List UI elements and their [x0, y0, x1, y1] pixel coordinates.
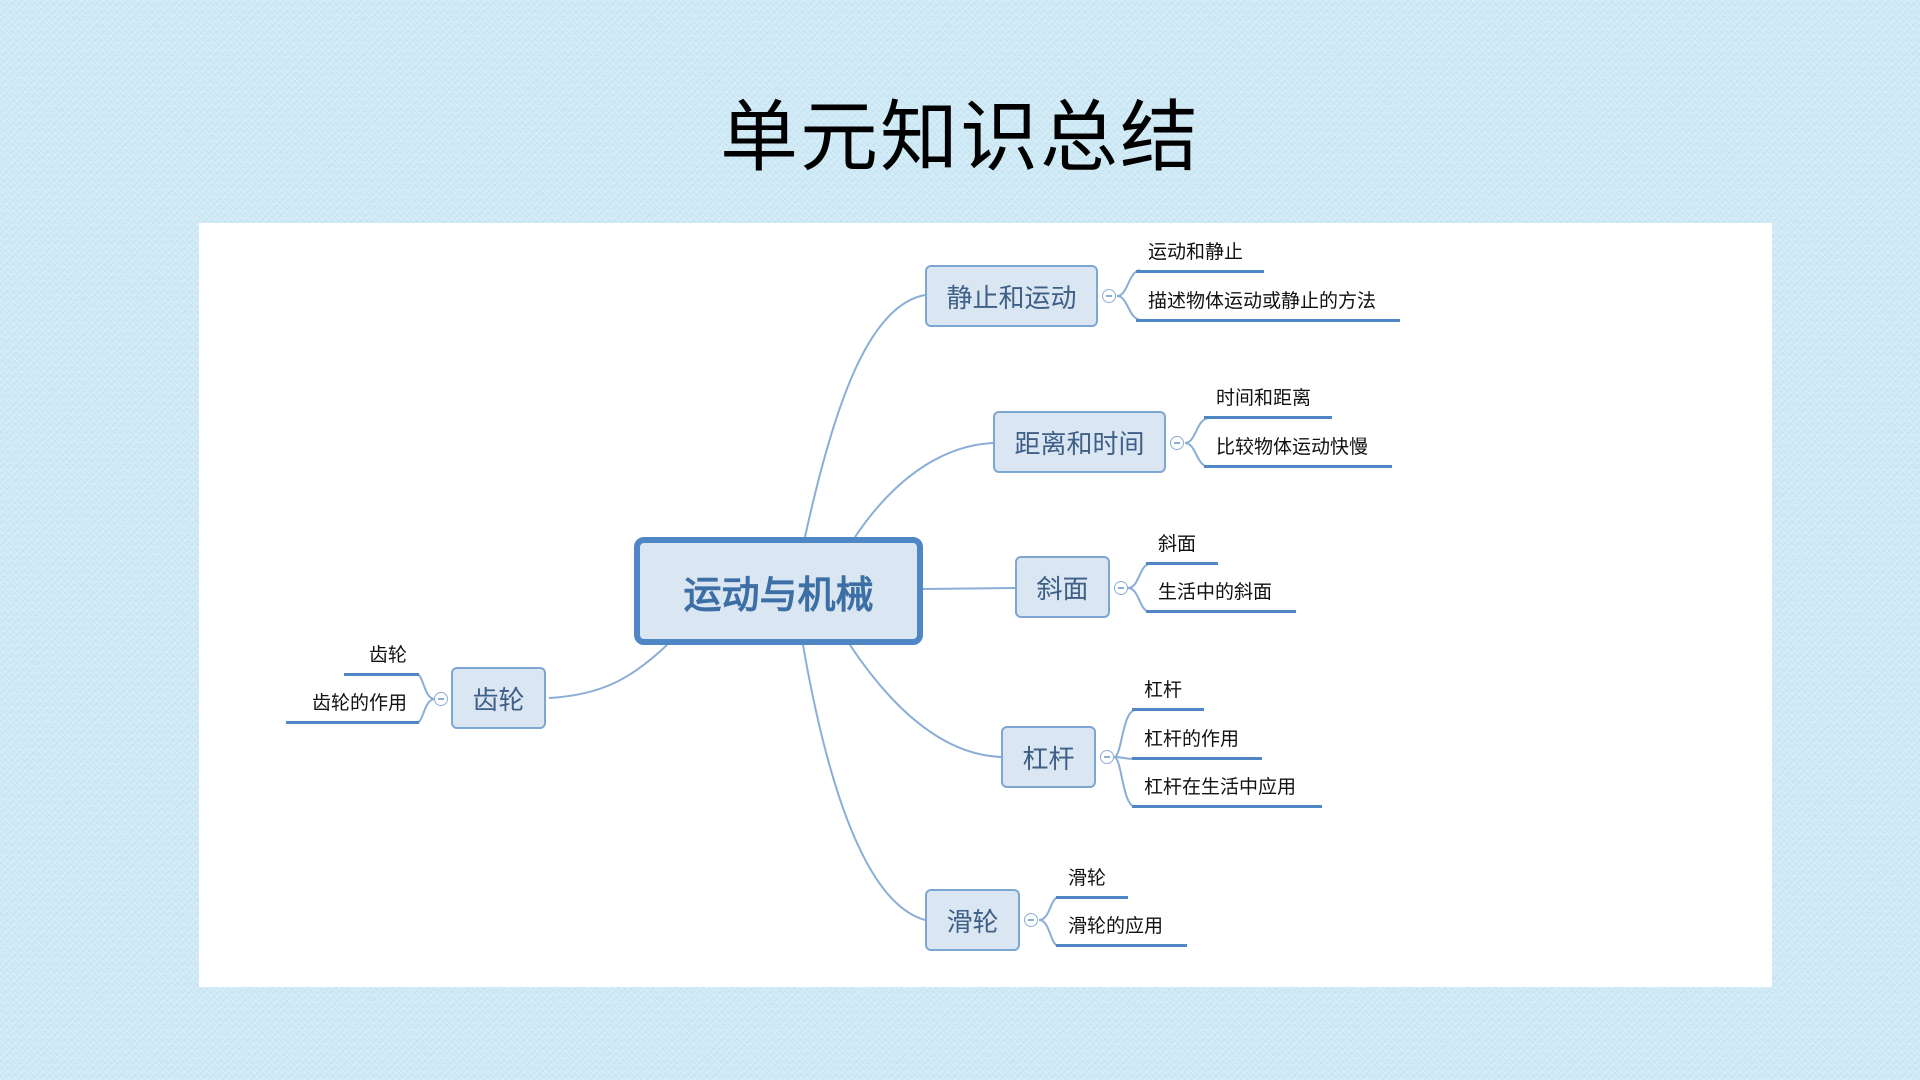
connector-central-to-branch-5: [548, 644, 668, 699]
leaf-branch-5-item-1: 齿轮的作用: [286, 691, 419, 724]
connector-branch-1-leaf-0: [1184, 417, 1209, 444]
collapse-toggle-branch-1[interactable]: [1170, 436, 1184, 450]
central-node[interactable]: 运动与机械: [634, 537, 923, 645]
connector-central-to-branch-0: [804, 294, 926, 538]
connector-branch-3-leaf-0: [1113, 709, 1136, 758]
leaf-branch-2-item-1: 生活中的斜面: [1146, 580, 1296, 613]
mindmap-panel: [199, 223, 1772, 987]
leaf-branch-4-item-1: 滑轮的应用: [1056, 914, 1187, 947]
leaf-branch-2-item-0: 斜面: [1146, 532, 1218, 565]
leaf-branch-0-item-1: 描述物体运动或静止的方法: [1136, 289, 1400, 322]
slide-title: 单元知识总结: [719, 93, 1200, 183]
connector-branch-3-leaf-2: [1113, 756, 1136, 808]
connector-branch-5-leaf-0: [416, 673, 436, 700]
leaf-branch-3-item-0: 杠杆: [1132, 678, 1204, 711]
connector-central-to-branch-3: [849, 644, 1002, 758]
branch-node-motion-rest[interactable]: 静止和运动: [925, 265, 1098, 327]
leaf-branch-1-item-0: 时间和距离: [1204, 386, 1332, 419]
leaf-branch-0-item-0: 运动和静止: [1136, 240, 1264, 273]
leaf-branch-4-item-0: 滑轮: [1056, 866, 1128, 899]
branch-node-gear[interactable]: 齿轮: [451, 667, 546, 729]
branch-node-incline[interactable]: 斜面: [1015, 556, 1110, 618]
collapse-toggle-branch-0[interactable]: [1102, 289, 1116, 303]
leaf-branch-1-item-1: 比较物体运动快慢: [1204, 435, 1392, 468]
collapse-toggle-branch-2[interactable]: [1114, 581, 1128, 595]
connector-branch-5-leaf-1: [416, 698, 436, 724]
collapse-toggle-branch-3[interactable]: [1100, 750, 1114, 764]
connector-central-to-branch-1: [854, 442, 994, 538]
connector-central-to-branch-4: [802, 644, 926, 921]
branch-node-lever[interactable]: 杠杆: [1001, 726, 1096, 788]
collapse-toggle-branch-4[interactable]: [1024, 913, 1038, 927]
connector-branch-0-leaf-1: [1116, 295, 1141, 321]
leaf-branch-3-item-1: 杠杆的作用: [1132, 727, 1262, 760]
branch-node-distance-time[interactable]: 距离和时间: [993, 411, 1166, 473]
leaf-branch-3-item-2: 杠杆在生活中应用: [1132, 775, 1322, 808]
connector-central-to-branch-2: [922, 587, 1016, 590]
leaf-branch-5-item-0: 齿轮: [344, 643, 419, 676]
branch-node-pulley[interactable]: 滑轮: [925, 889, 1020, 951]
collapse-toggle-branch-5[interactable]: [434, 692, 448, 706]
